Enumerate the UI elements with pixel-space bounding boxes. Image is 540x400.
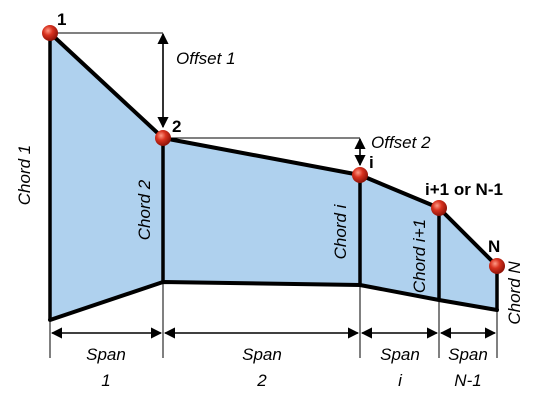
node-n-label: N [488,237,500,256]
span-2-label: Span [242,345,282,364]
node-n-marker [489,258,505,274]
span-1-label: Span [86,345,126,364]
span-i-label: Span [380,345,420,364]
wing-panel-i [360,175,439,300]
wing-panel-mid [163,138,360,285]
node-i1-marker [431,200,447,216]
chord-i-label: Chord i [331,203,350,259]
node-1-label: 1 [57,10,66,29]
chord-1-label: Chord 1 [15,145,34,205]
span-i-number: i [398,371,403,390]
node-i1-label: i+1 or N-1 [425,180,503,199]
span-n1-label: Span [448,345,488,364]
span-2-number: 2 [256,371,267,390]
span-1-number: 1 [101,371,110,390]
node-2-marker [155,130,171,146]
offset-2-label: Offset 2 [371,133,431,152]
node-i-marker [352,167,368,183]
offset-1-label: Offset 1 [176,49,236,68]
node-i-label: i [369,153,374,172]
span-n1-number: N-1 [454,371,481,390]
wing-panel-root [50,33,163,320]
chord-n-label: Chord N [505,261,524,325]
node-1-marker [42,25,58,41]
node-2-label: 2 [172,117,181,136]
chord-i1-label: Chord i+1 [410,219,429,293]
chord-2-label: Chord 2 [135,179,154,240]
wing-panel-tip [439,208,497,310]
